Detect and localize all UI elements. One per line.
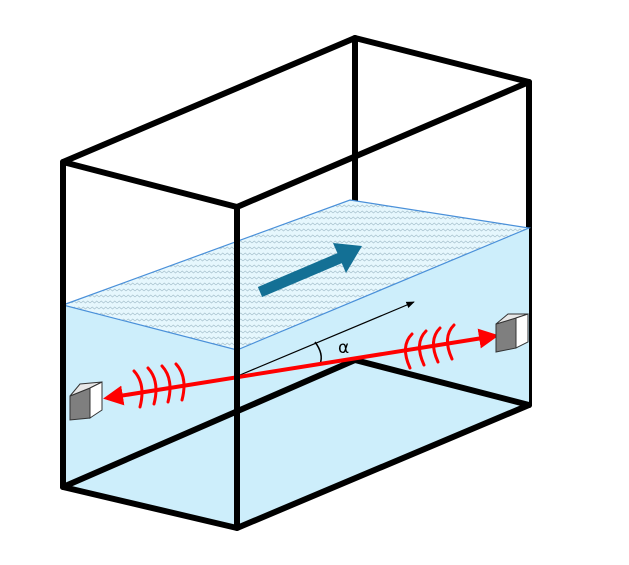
flow-direction-arrow-icon [257,243,362,298]
ultrasonic-transducer-icon [69,381,103,421]
ultrasonic-transducer-icon [495,313,529,353]
sound-wave-arcs-icon [404,323,456,370]
signal-path [103,328,499,406]
tank-bottom-front-edge [234,402,532,531]
angle-alpha-label: α [338,338,349,358]
sound-wave-arcs-icon [132,362,186,409]
